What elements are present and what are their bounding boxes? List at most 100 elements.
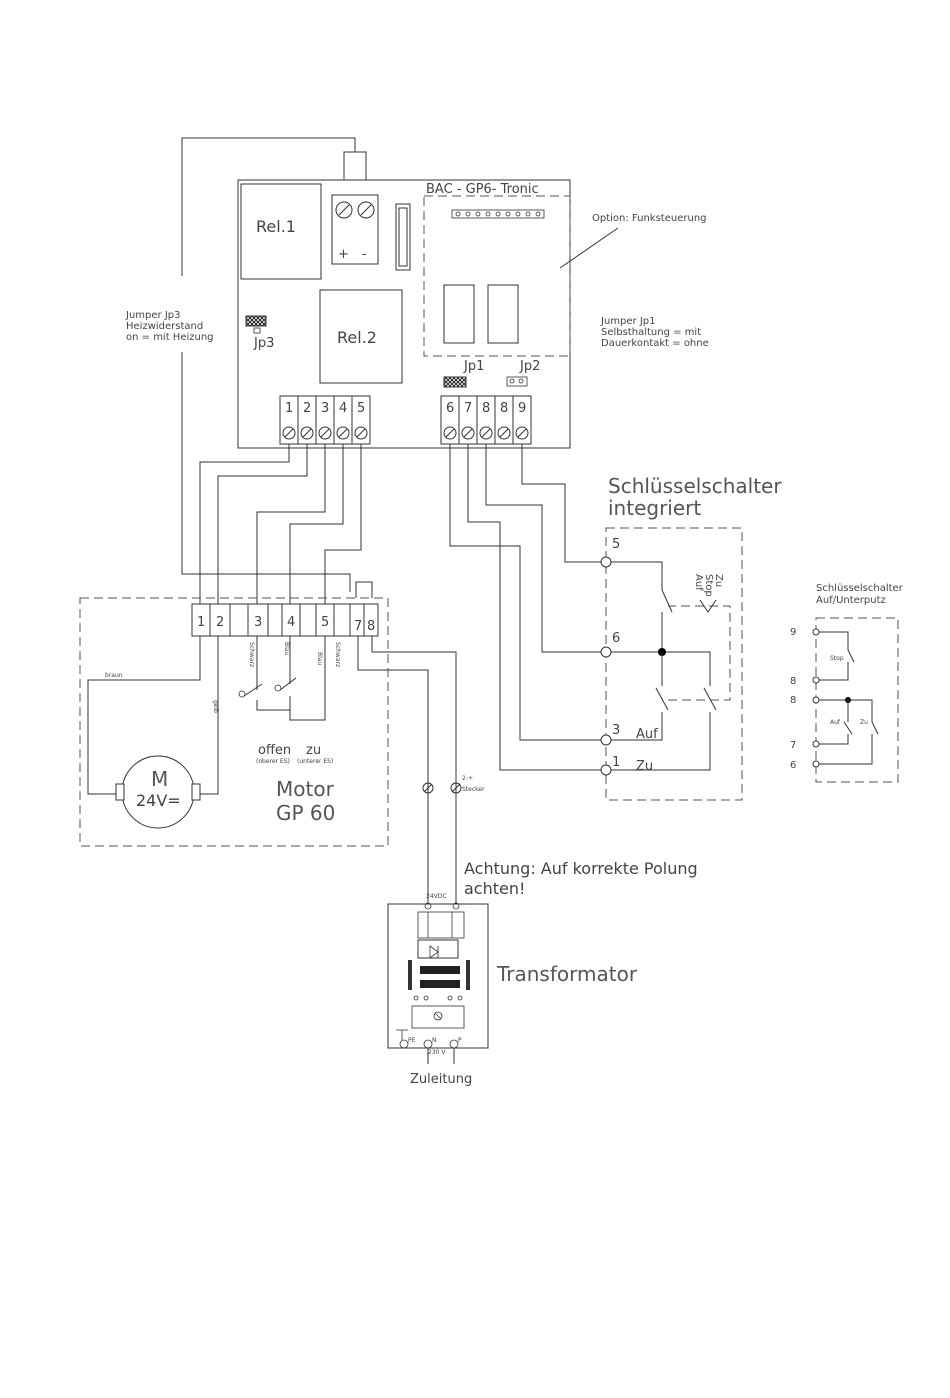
jp2-label: Jp2: [519, 359, 540, 374]
sf-terminal-7-icon: [812, 740, 820, 748]
motor-terminal-8: 8: [367, 619, 375, 634]
sf-terminal-6: 6: [790, 760, 796, 771]
plug-label-1: 2-+: [462, 775, 473, 782]
plus-label: +: [338, 247, 349, 262]
wire-t2: [217, 444, 308, 604]
wire-t5: [324, 444, 362, 604]
surface-title-1: Schlüsselschalter: [816, 583, 904, 594]
motor-unit: 1 2 3 4 5 7 8 braun gelb Schwarz Blau Bl…: [79, 581, 389, 847]
ks-zu-path: [611, 712, 711, 771]
ks-common: [611, 651, 711, 686]
wire-t7: [467, 444, 606, 771]
wire-t3: [256, 444, 326, 604]
ks-terminal-3-icon: [600, 734, 612, 746]
wire-t6: [449, 444, 606, 741]
transformer-title: Transformator: [496, 962, 638, 986]
motor-terminal-1: 1: [197, 615, 205, 630]
wiring: [181, 137, 606, 905]
supply-leads: [427, 1048, 455, 1064]
jp3-label: Jp3: [253, 336, 274, 351]
plug-pin-a: [422, 782, 434, 794]
relay-2-label: Rel.2: [337, 328, 377, 347]
jp1-note-line-2: Selbsthaltung = mit: [601, 327, 701, 338]
jumper-jp3: [245, 315, 267, 327]
key-switch-title-2: integriert: [608, 496, 701, 520]
key-switch-surface: Schlüsselschalter Auf/Unterputz 9 8 8 7 …: [790, 583, 904, 783]
motor-terminal-3: 3: [254, 615, 262, 630]
motor-name-line-2: GP 60: [276, 801, 335, 825]
jp3-note-line-2: Heizwiderstand: [126, 321, 203, 332]
sf-terminal-8a: 8: [790, 676, 796, 687]
wire-top-left: [181, 137, 356, 276]
pin-pe: PE: [408, 1037, 416, 1044]
plug-pin-b: [450, 782, 462, 794]
terminal-3: 3: [321, 401, 329, 416]
transformer-ac-label: 230 V: [428, 1049, 446, 1056]
ks-label-zu: Zu: [636, 759, 653, 774]
ks-vert-auf: Auf: [693, 574, 704, 591]
ks-key-arrow-icon: [699, 599, 717, 613]
switch-offen: [243, 683, 263, 697]
transformer: 24VDC PE N P 230 V Transformator Zuleitu…: [387, 893, 638, 1087]
wire-7-dc: [357, 636, 429, 905]
sf-terminal-7: 7: [790, 740, 796, 751]
motor-terminal-strip: [191, 603, 379, 637]
terminal-9: 9: [518, 401, 526, 416]
terminal-1: 1: [285, 401, 293, 416]
radio-relay-a: [443, 284, 475, 344]
sf-zu-path: [819, 699, 873, 765]
rectifier-block: [417, 911, 465, 939]
control-board: BAC - GP6- Tronic Rel.1 Rel.2 + -: [237, 179, 619, 449]
jp3-note-line-3: on = mit Heizung: [126, 332, 214, 343]
sf-label-stop: Stop: [830, 655, 844, 662]
motor-terminal-7: 7: [354, 619, 362, 634]
terminal-8a: 8: [482, 401, 490, 416]
limit-switch-wiring: [256, 636, 326, 721]
switch-zu: [279, 677, 297, 691]
ks-terminal-1-icon: [600, 764, 612, 776]
wire-label-blau-1: Blau: [283, 642, 290, 655]
ks-mechanical-link: [668, 605, 731, 701]
surface-title-2: Auf/Unterputz: [816, 595, 886, 606]
motor-terminal-5: 5: [321, 615, 329, 630]
ks-stop-contact: [661, 589, 673, 613]
jp3-note-line-1: Jumper Jp3: [125, 310, 180, 321]
board-title: BAC - GP6- Tronic: [426, 182, 539, 197]
earth-icon: [396, 1029, 408, 1040]
key-switch-integrated: Schlüsselschalter integriert 5 6 3 1 Auf…: [600, 474, 782, 801]
supply-label: Zuleitung: [410, 1072, 472, 1087]
sf-stop-path: [819, 631, 849, 681]
terminal-2: 2: [303, 401, 311, 416]
wire-t8: [485, 444, 606, 653]
polarity-warning-line-1: Achtung: Auf korrekte Polung: [464, 859, 698, 878]
sf-terminal-6-icon: [812, 760, 820, 768]
label-offen: offen: [258, 743, 291, 758]
wire-label-blau-2: Blau: [316, 652, 323, 665]
relay-1: [240, 183, 322, 280]
radio-option-box: [423, 195, 571, 357]
ks-terminal-5-icon: [600, 556, 612, 568]
ks-vert-zu: Zu: [713, 574, 724, 587]
sf-label-zu: Zu: [860, 719, 868, 726]
label-oberer-es: (oberer ES): [256, 758, 290, 765]
label-unterer-es: (unterer ES): [297, 758, 333, 765]
pin-n: N: [432, 1037, 437, 1044]
terminal-6: 6: [446, 401, 454, 416]
wire-8-dc: [371, 636, 457, 905]
ks-auf-path: [611, 652, 663, 741]
key-switch-outline: [605, 527, 743, 801]
wire-power-loop: [343, 151, 367, 180]
ks-terminal-6-icon: [600, 646, 612, 658]
sf-label-auf: Auf: [830, 719, 841, 726]
wire-t9: [521, 444, 606, 563]
wire-gelb: [194, 636, 219, 795]
transformer-core-bottom: [420, 980, 460, 988]
radio-relay-b: [487, 284, 519, 344]
terminal-block-right: 6 7 8 8 9: [440, 395, 532, 445]
ks-zu-contact: [703, 687, 717, 711]
relay-2: [319, 289, 403, 384]
wire-braun: [87, 636, 201, 795]
sf-auf-path: [819, 700, 849, 745]
motor-terminal-4: 4: [287, 615, 295, 630]
